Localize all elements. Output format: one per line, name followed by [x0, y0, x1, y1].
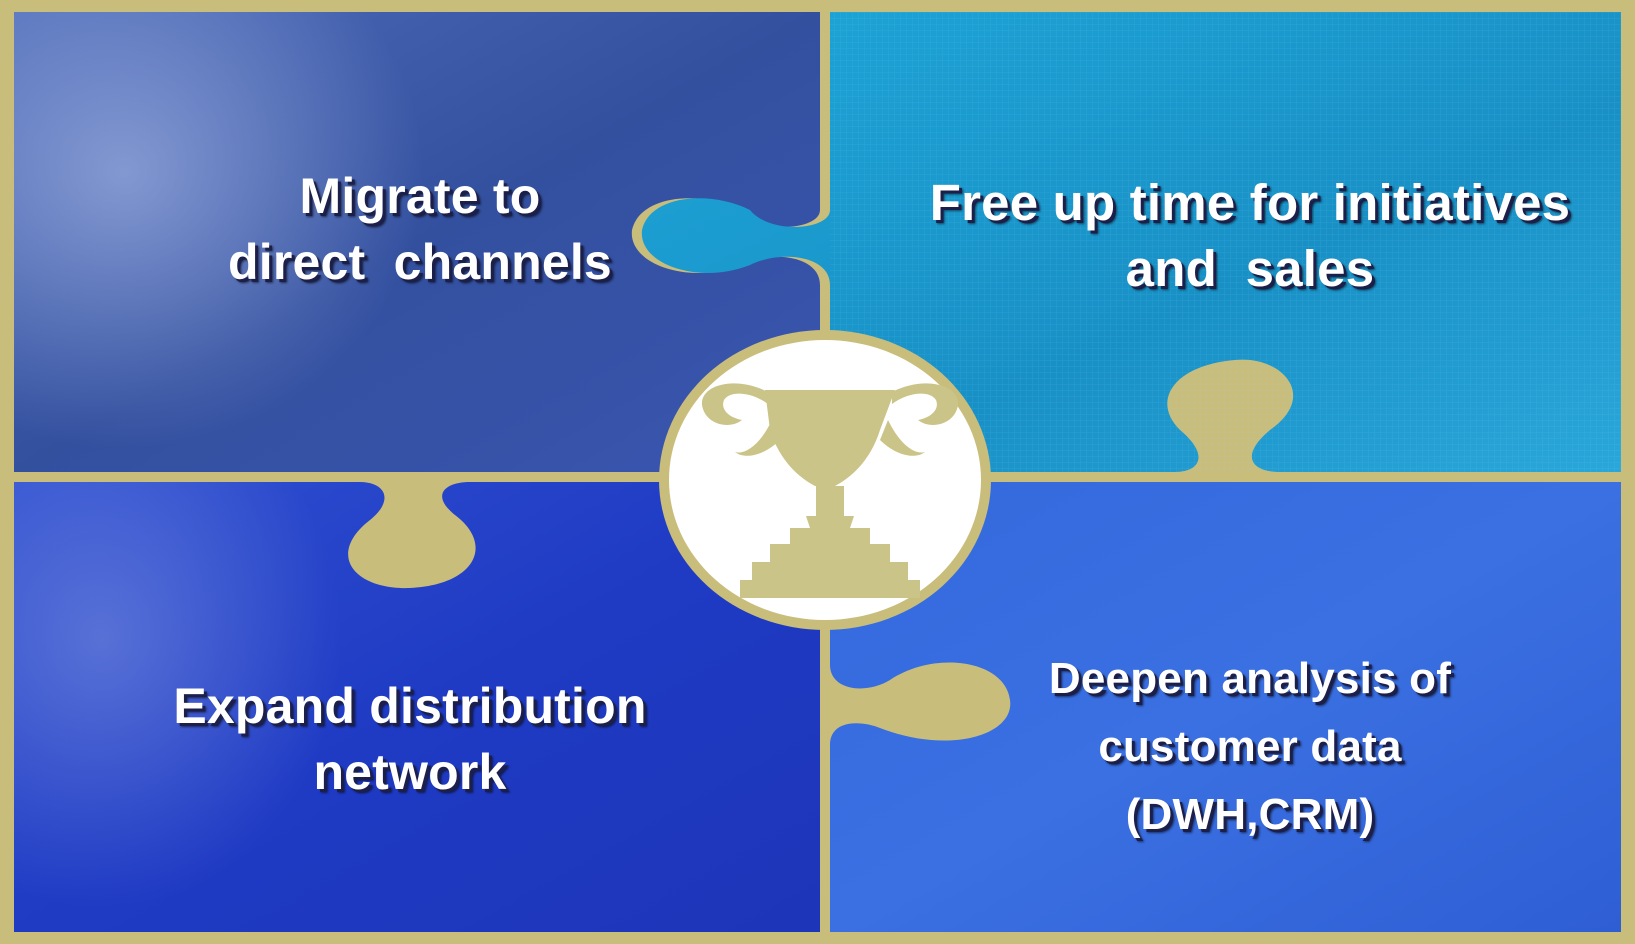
label-expand-distribution: Expand distribution network: [173, 678, 647, 800]
label-deepen-analysis: Deepen analysis of customer data (DWH,CR…: [1048, 654, 1452, 839]
piece-bottom-left: [14, 482, 820, 932]
label-free-up-time: Free up time for initiatives and sales: [929, 174, 1571, 297]
label-migrate-direct-channels: Migrate to direct channels: [228, 168, 612, 290]
piece-top-left: [14, 12, 820, 472]
piece-bottom-right: [830, 482, 1621, 932]
trophy-icon: [701, 383, 959, 598]
